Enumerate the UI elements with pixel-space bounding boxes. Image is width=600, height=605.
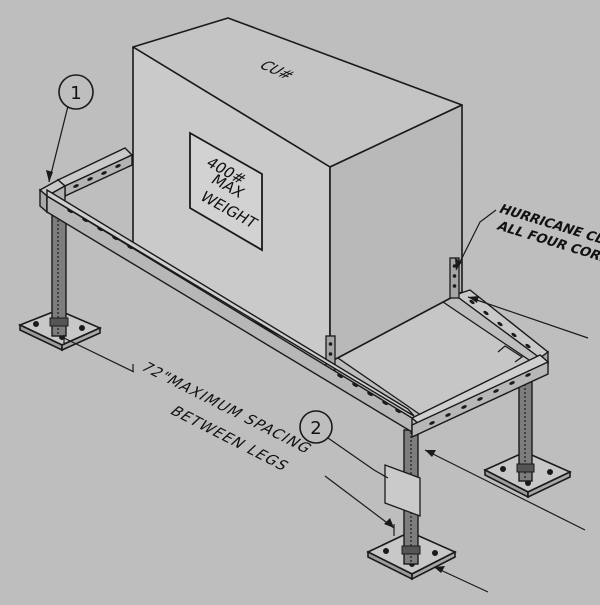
frame-back-rail-holes [73, 164, 121, 188]
platform-notch [497, 345, 524, 363]
callout-2: 2 [299, 410, 333, 444]
frame-right-rail-holes [469, 299, 531, 349]
arrow-heads [46, 170, 479, 573]
callout-2-label: 2 [310, 418, 321, 439]
frame-front-right-rail-holes [429, 373, 531, 425]
leg-right [516, 377, 535, 482]
frame-front-rail-holes [67, 208, 401, 414]
weight-placard [189, 131, 263, 252]
hurricane-clip-back-right [449, 257, 460, 299]
unit-right-face [329, 104, 463, 363]
leader-lines [48, 105, 589, 593]
callout-1: 1 [58, 74, 94, 110]
leg-left [49, 213, 69, 337]
frame-front-rail [46, 188, 415, 434]
callout-1-label: 1 [70, 83, 81, 104]
leg-tag-plate [384, 464, 421, 517]
